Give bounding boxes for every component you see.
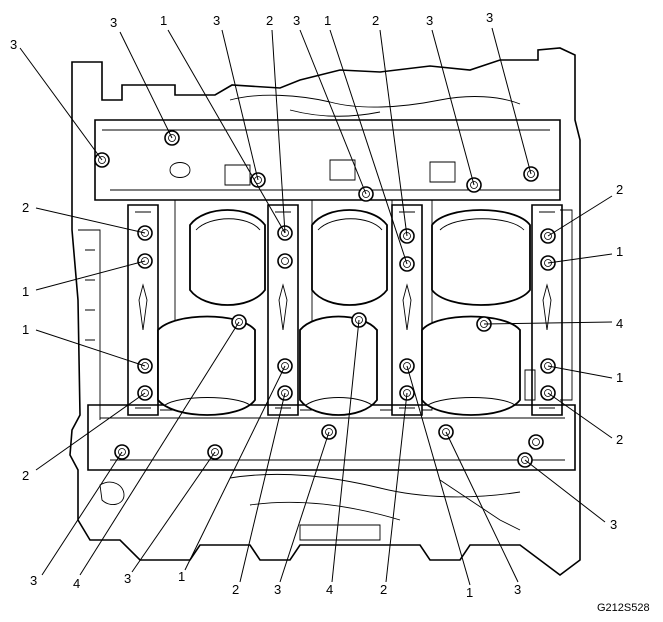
callout-3: 3 (274, 582, 281, 597)
callout-1: 1 (616, 370, 623, 385)
leader-line (299, 29, 367, 195)
bolt-hole (528, 434, 544, 450)
bolt-hole (351, 312, 367, 328)
callout-2: 2 (372, 13, 379, 28)
callout-4: 4 (73, 576, 80, 591)
leader-line (131, 451, 216, 573)
callout-1: 1 (22, 322, 29, 337)
callout-labels: 3 3 1 3 2 3 1 2 3 3 2 1 1 2 2 1 4 1 2 3 … (10, 10, 623, 600)
leader-line (239, 392, 286, 583)
leader-line (221, 29, 259, 181)
leader-line (547, 365, 613, 379)
callout-3: 3 (486, 10, 493, 25)
callout-1: 1 (178, 569, 185, 584)
leader-line (331, 319, 360, 583)
leader-line (483, 321, 613, 325)
leader-line (35, 329, 146, 367)
callout-1: 1 (324, 13, 331, 28)
callout-3: 3 (293, 13, 300, 28)
bolt-hole (277, 253, 293, 269)
leader-line (19, 47, 103, 161)
callout-1: 1 (160, 13, 167, 28)
callout-3: 3 (30, 573, 37, 588)
leader-line (431, 29, 475, 186)
callout-1: 1 (616, 244, 623, 259)
callout-2: 2 (266, 13, 273, 28)
leader-line (329, 29, 408, 265)
cylinder-bores (157, 209, 531, 416)
callout-4: 4 (326, 582, 333, 597)
leader-line (35, 392, 146, 471)
leader-line (547, 392, 613, 439)
leader-line (279, 431, 330, 583)
leader-line (379, 29, 408, 237)
callout-3: 3 (514, 582, 521, 597)
leader-line (35, 260, 146, 291)
leader-line (445, 431, 519, 583)
leader-line (491, 27, 532, 175)
callout-3: 3 (10, 37, 17, 52)
leader-line (35, 207, 146, 234)
callout-2: 2 (232, 582, 239, 597)
leader-line (547, 253, 613, 264)
callout-2: 2 (616, 432, 623, 447)
leader-line (184, 365, 286, 571)
figure-code: G212S528 (597, 602, 650, 614)
leader-line (271, 29, 286, 234)
leader-line (41, 451, 123, 576)
callout-3: 3 (110, 15, 117, 30)
callout-2: 2 (22, 468, 29, 483)
leader-line (385, 392, 408, 583)
leader-line (119, 31, 173, 139)
leader-line (547, 195, 613, 237)
callout-3: 3 (213, 13, 220, 28)
callout-2: 2 (22, 200, 29, 215)
callout-1: 1 (22, 284, 29, 299)
leader-lines (19, 27, 613, 586)
leader-line (79, 321, 240, 576)
leader-line (167, 29, 286, 234)
callout-4: 4 (616, 316, 623, 331)
callout-3: 3 (124, 571, 131, 586)
engine-block-outline (69, 47, 581, 576)
callout-1: 1 (466, 585, 473, 600)
callout-3: 3 (426, 13, 433, 28)
callout-3: 3 (610, 517, 617, 532)
callout-2: 2 (380, 582, 387, 597)
leader-line (524, 459, 606, 523)
leader-line (406, 365, 471, 586)
callout-2: 2 (616, 182, 623, 197)
